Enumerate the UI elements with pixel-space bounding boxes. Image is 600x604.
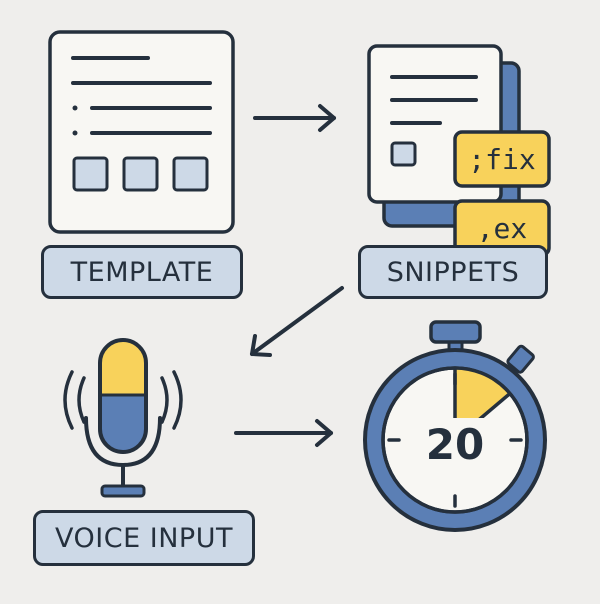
arrow-diagonal-icon <box>250 286 344 357</box>
stopwatch-icon: 20 <box>363 320 547 532</box>
label-voice-input: VOICE INPUT <box>33 510 255 566</box>
timer-value: 20 <box>426 420 484 469</box>
label-template: TEMPLATE <box>41 245 243 299</box>
template-document-icon <box>48 30 235 234</box>
snippet-tag-ex-text: ,ex <box>477 212 528 245</box>
label-snippets: SNIPPETS <box>358 245 548 299</box>
arrow-right-top-icon <box>253 104 336 132</box>
arrow-right-bottom-icon <box>234 419 333 447</box>
snippet-tag-fix-text: ;fix <box>468 143 535 176</box>
snippet-tag-ex: ,ex <box>453 199 551 257</box>
microphone-icon <box>63 338 183 498</box>
snippet-tag-fix: ;fix <box>453 130 551 188</box>
